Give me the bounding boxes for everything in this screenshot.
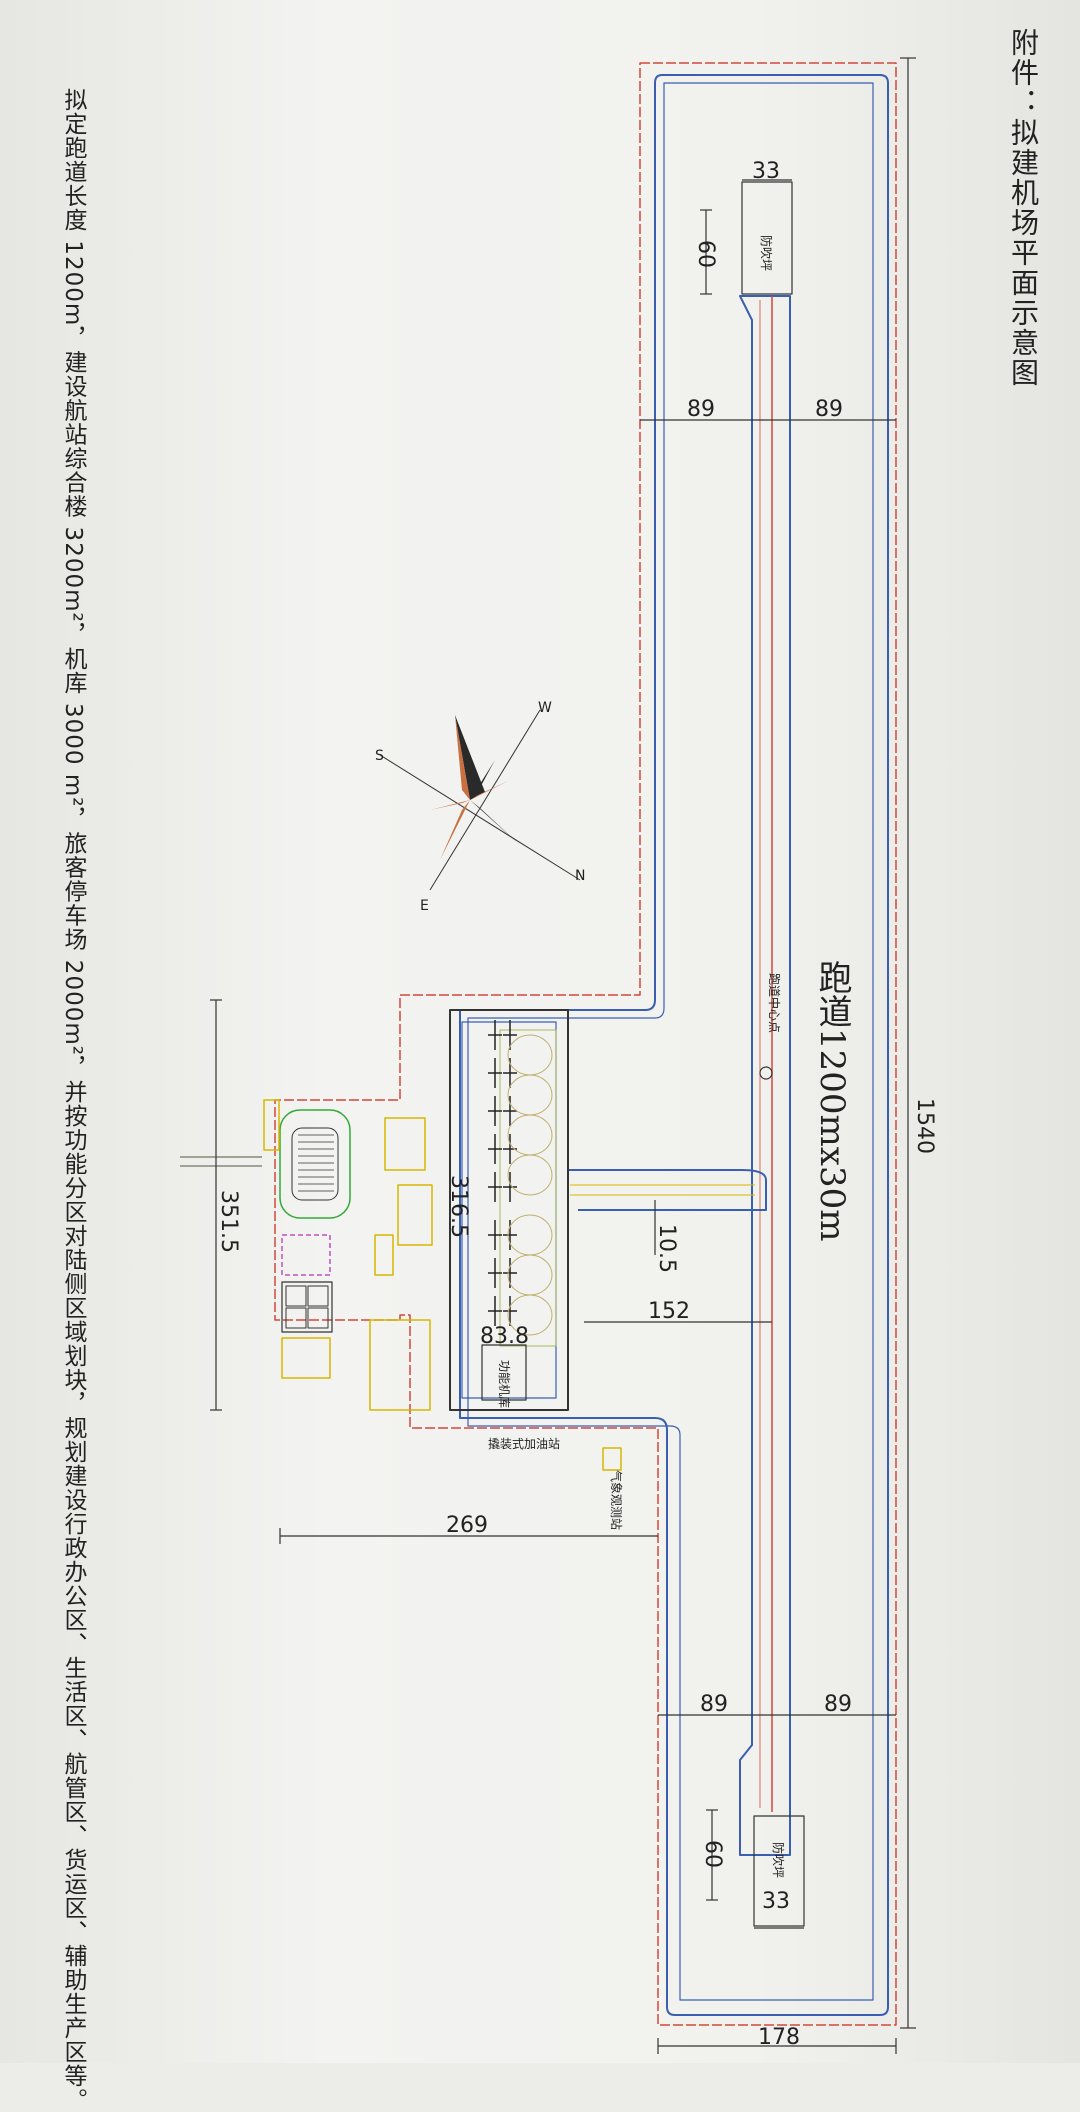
connecting-taxiway <box>568 1169 767 1211</box>
dim-blast-pad-length-top: 60 <box>693 240 718 268</box>
dim-apron-depth: 83.8 <box>480 1324 529 1349</box>
compass-east: E <box>420 898 429 914</box>
runway-outline <box>739 295 791 1856</box>
dim-apron-length: 316.5 <box>446 1175 471 1238</box>
compass-south: S <box>375 748 384 764</box>
compass-north: N <box>575 868 585 884</box>
runway-strip-outline <box>459 74 889 2016</box>
blast-pad-bottom <box>753 1815 805 1927</box>
fuel-station-label: 撬装式加油站 <box>488 1437 560 1451</box>
gas-station-label: 气象观测站 <box>609 1470 624 1530</box>
blast-pad-top <box>741 181 793 295</box>
dim-taxiway-length: 152 <box>648 1299 690 1324</box>
dim-strip-bottom-left: 89 <box>700 1692 728 1717</box>
runway-strip-inner <box>467 82 874 2001</box>
apron <box>449 1009 569 1411</box>
function-area-label: 功能机库 <box>497 1360 512 1408</box>
dim-blast-pad-length-bottom: 60 <box>700 1840 725 1868</box>
dim-blast-pad-width-top: 33 <box>752 159 780 184</box>
airport-site-plan: 1540 178 89 89 89 89 33 60 33 60 316.5 1… <box>180 57 937 2054</box>
runway-center-label: 跑道中心点 <box>767 973 782 1033</box>
dim-strip-top-right: 89 <box>815 397 843 422</box>
terminal-block <box>384 1117 426 1171</box>
page-heading: 附件：拟建机场平面示意图 <box>1007 28 1040 388</box>
blast-pad-label-top: 防吹坪 <box>759 235 774 271</box>
site-boundary <box>274 62 897 2026</box>
description-note: 拟定跑道长度 1200m，建设航站综合楼 3200m²，机库 3000 m²，旅… <box>60 88 86 2112</box>
compass-rose <box>379 709 581 891</box>
runway-label: 跑道1200mx30m <box>812 960 852 1242</box>
dim-taxiway-width: 10.5 <box>654 1224 679 1273</box>
dim-landside-length: 351.5 <box>216 1190 241 1253</box>
dim-blast-pad-width-bottom: 33 <box>762 1889 790 1914</box>
dim-total-width: 178 <box>758 2025 800 2050</box>
dim-landside-offset: 269 <box>446 1513 488 1538</box>
blast-pad-label-bottom: 防吹坪 <box>771 1842 786 1878</box>
parking-lot <box>279 1109 351 1219</box>
dim-strip-bottom-right: 89 <box>824 1692 852 1717</box>
dim-strip-top-left: 89 <box>687 397 715 422</box>
dim-total-length: 1540 <box>912 1098 937 1154</box>
compass-west: W <box>538 700 552 716</box>
